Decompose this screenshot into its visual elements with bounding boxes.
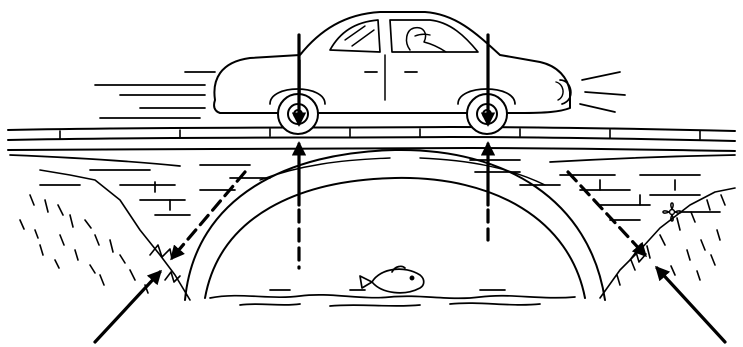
ground-reaction-left [95,272,160,342]
left-embankment [20,170,190,300]
ground-reaction-right [657,268,725,342]
dashed-thrust-right [568,172,645,255]
bridge-arch [185,150,605,300]
car-icon [95,12,625,118]
fish-icon [360,266,424,292]
bridge-wall [10,155,735,220]
bridge-deck [8,127,735,151]
